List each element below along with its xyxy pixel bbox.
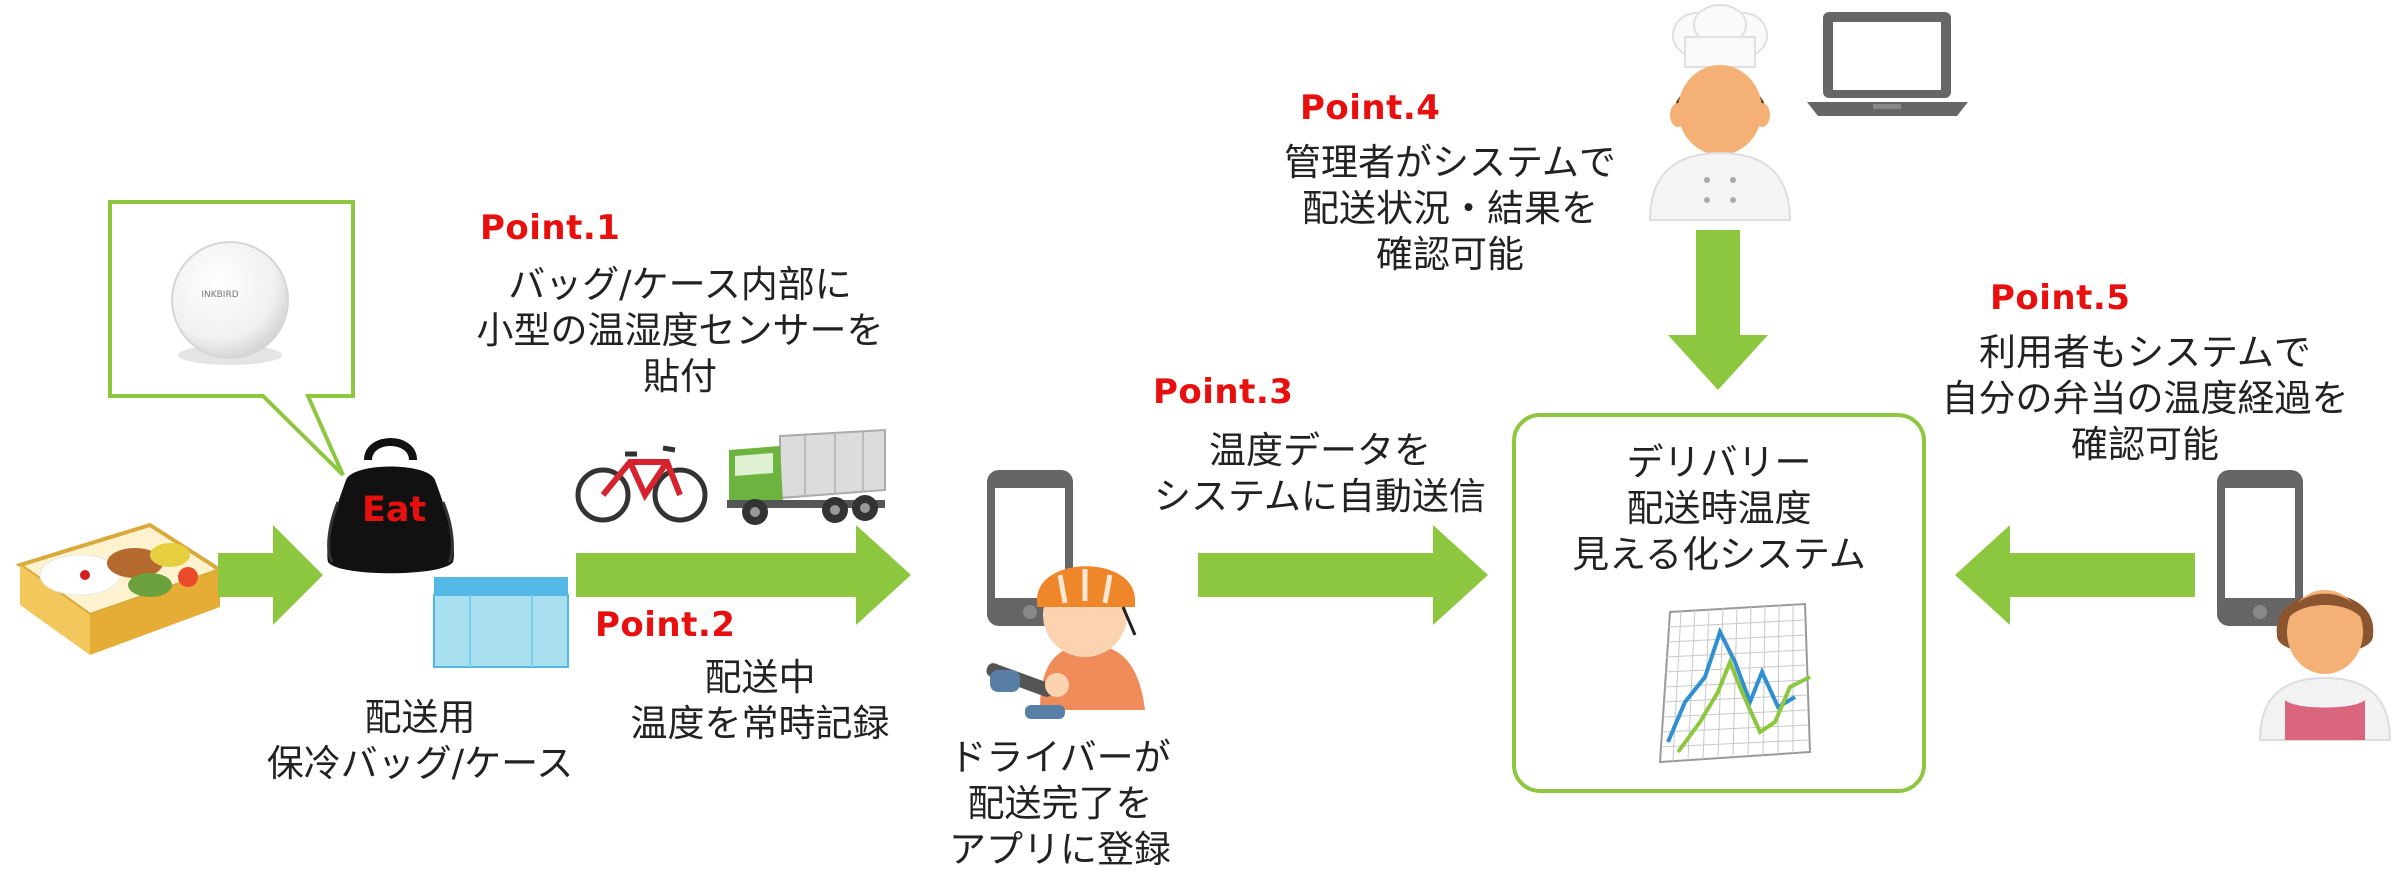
bag-label: Eat xyxy=(362,490,427,530)
point-1-label: Point.1 xyxy=(480,208,621,248)
point-3-line-2: システムに自動送信 xyxy=(1154,475,1486,518)
driver-caption: ドライバーが 配送完了を アプリに登録 xyxy=(900,735,1220,873)
bento-box-icon xyxy=(15,522,225,655)
temperature-sensor-icon: INKBIRD xyxy=(171,241,289,365)
bag-caption-line-2: 保冷バッグ/ケース xyxy=(266,742,574,785)
driver-caption-line-1: ドライバーが xyxy=(949,736,1171,779)
driver-caption-line-2: 配送完了を xyxy=(967,782,1153,825)
chef-manager-icon xyxy=(1648,4,1792,221)
system-title: デリバリー 配送時温度 見える化システム xyxy=(1512,440,1926,578)
point-4-label: Point.4 xyxy=(1300,88,1441,128)
arrow-manager-view xyxy=(1668,230,1768,390)
point-5-line-1: 利用者もシステムで xyxy=(1979,331,2311,374)
point-1-description: バッグ/ケース内部に 小型の温湿度センサーを 貼付 xyxy=(460,262,900,400)
system-title-line-3: 見える化システム xyxy=(1572,533,1866,576)
point-5-description: 利用者もシステムで 自分の弁当の温度経過を 確認可能 xyxy=(1925,330,2365,468)
arrow-delivery xyxy=(576,525,911,625)
point-2-line-2: 温度を常時記録 xyxy=(630,702,890,745)
point-1-line-1: バッグ/ケース内部に xyxy=(508,263,852,306)
cooler-case-icon xyxy=(433,577,569,668)
point-4-description: 管理者がシステムで 配送状況・結果を 確認可能 xyxy=(1270,140,1630,278)
bicycle-icon xyxy=(575,445,708,523)
cooler-bag-icon xyxy=(327,438,454,574)
point-2-description: 配送中 温度を常時記録 xyxy=(610,655,910,747)
point-3-line-1: 温度データを xyxy=(1209,429,1431,472)
bag-caption: 配送用 保冷バッグ/ケース xyxy=(250,695,590,787)
system-title-line-2: 配送時温度 xyxy=(1626,487,1812,530)
point-5-label: Point.5 xyxy=(1990,278,2131,318)
point-4-line-3: 確認可能 xyxy=(1376,233,1524,276)
cyclist-driver-icon xyxy=(986,566,1145,719)
system-title-line-1: デリバリー xyxy=(1626,441,1812,484)
point-2-line-1: 配送中 xyxy=(704,656,816,699)
point-3-description: 温度データを システムに自動送信 xyxy=(1140,428,1500,520)
arrow-data-send xyxy=(1198,525,1488,625)
point-1-line-3: 貼付 xyxy=(643,355,717,398)
smartphone-icon-user xyxy=(2217,470,2303,626)
point-2-label: Point.2 xyxy=(595,605,736,645)
point-5-line-2: 自分の弁当の温度経過を xyxy=(1941,377,2349,420)
truck-icon xyxy=(727,428,886,525)
bag-caption-line-1: 配送用 xyxy=(364,696,476,739)
driver-caption-line-3: アプリに登録 xyxy=(949,828,1171,871)
point-4-line-1: 管理者がシステムで xyxy=(1284,141,1616,184)
sensor-brand-label: INKBIRD xyxy=(201,290,238,300)
line-chart-icon xyxy=(1658,602,1812,764)
point-5-line-3: 確認可能 xyxy=(2071,423,2219,466)
point-4-line-2: 配送状況・結果を xyxy=(1302,187,1598,230)
point-1-line-2: 小型の温湿度センサーを xyxy=(476,309,884,352)
arrow-user-view xyxy=(1955,525,2195,625)
user-woman-icon xyxy=(2258,590,2392,741)
laptop-icon xyxy=(1807,12,1968,116)
point-3-label: Point.3 xyxy=(1153,372,1294,412)
arrow-bento-to-bag xyxy=(218,525,323,625)
